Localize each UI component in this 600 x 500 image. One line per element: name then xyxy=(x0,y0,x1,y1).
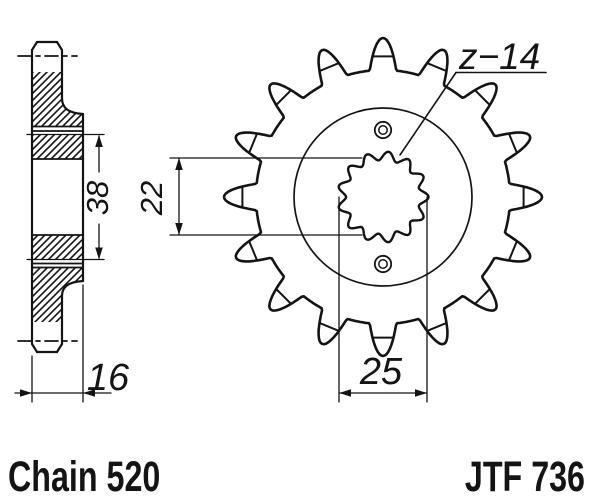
dim-22-label: 22 xyxy=(134,181,169,216)
pitch-centerlines xyxy=(17,55,78,342)
dimension-arrowheads xyxy=(20,135,427,397)
arrow-16-right xyxy=(83,389,95,397)
arrow-38-up xyxy=(95,135,103,147)
rivet-hole-bottom-inner xyxy=(378,259,388,269)
labels: 38 22 16 25 z−14 Chain 520 JTF 736 xyxy=(8,36,585,500)
teeth-count-label: z−14 xyxy=(458,36,540,77)
dim-16-label: 16 xyxy=(87,357,130,399)
side-interior-lines xyxy=(31,125,84,269)
teeth-label-leader xyxy=(399,71,457,156)
rivet-hole-bottom-outer xyxy=(373,254,393,274)
arrow-25-right xyxy=(415,389,427,397)
dimension-lines xyxy=(14,71,547,403)
dim-38-label: 38 xyxy=(80,180,115,215)
front-view xyxy=(222,36,544,358)
arrow-16-left xyxy=(20,389,32,397)
part-number-label: JTF 736 xyxy=(465,454,585,500)
arrow-38-down xyxy=(95,247,103,260)
rivet-hole-top-inner xyxy=(378,125,388,135)
arrow-25-left xyxy=(339,389,351,397)
arrow-22-down xyxy=(175,223,183,235)
sprocket-teeth-outline xyxy=(222,36,544,358)
side-right-upper-edge xyxy=(55,40,85,116)
spline-bore-outline xyxy=(337,150,430,244)
side-right-lower-edge xyxy=(55,279,85,354)
rivet-hole-top-outer xyxy=(373,120,393,140)
arrow-22-up xyxy=(175,158,183,170)
dim-25-label: 25 xyxy=(359,351,403,393)
hub-circle xyxy=(293,107,473,287)
chain-size-label: Chain 520 xyxy=(8,454,160,500)
side-left-edge xyxy=(30,40,39,354)
tooth-chamfer-marks xyxy=(241,55,525,339)
